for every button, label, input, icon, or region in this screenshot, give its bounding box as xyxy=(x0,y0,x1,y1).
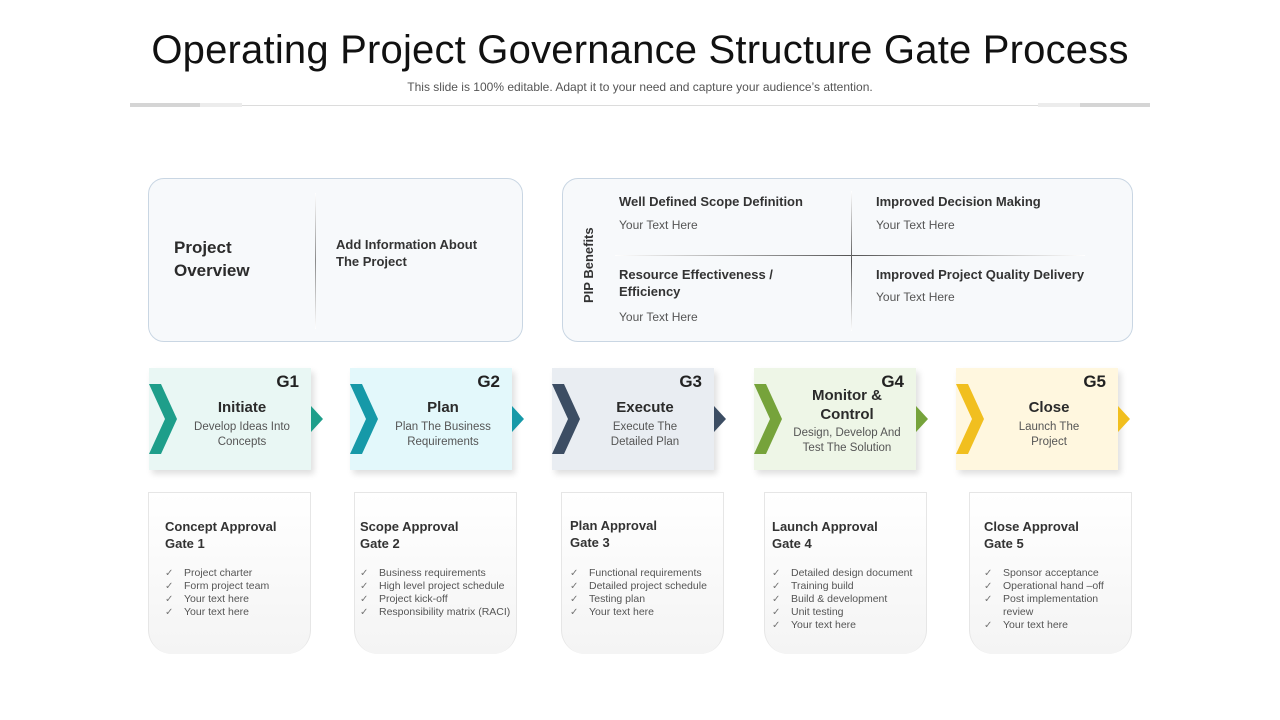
gate-description: Launch The Project xyxy=(1018,421,1080,448)
benefits-horizontal-divider xyxy=(615,255,1085,256)
header-divider-fade-right xyxy=(1038,103,1080,107)
checklist-item: Project kick-off xyxy=(360,593,518,606)
header-divider xyxy=(130,105,1150,106)
benefit-title: Resource Effectiveness / Efficiency xyxy=(619,267,773,299)
benefit-text: Your Text Here xyxy=(619,310,698,324)
gate-description: Plan The Business Requirements xyxy=(395,421,491,448)
gate-name: Execute xyxy=(616,399,674,416)
checklist-item: Training build xyxy=(772,580,928,593)
pip-benefits-label: PIP Benefits xyxy=(581,227,596,303)
approval-card-gate-1: Concept Approval Gate 1 Project charter … xyxy=(148,492,311,654)
gate-arrow-tip xyxy=(1118,406,1130,432)
checklist-item: Your text here xyxy=(772,619,928,632)
header-divider-fade-left xyxy=(200,103,242,107)
checklist-item: Your text here xyxy=(984,619,1119,632)
approval-card-gate-2: Scope Approval Gate 2 Business requireme… xyxy=(354,492,517,654)
approval-title: Concept Approval Gate 1 xyxy=(165,519,277,551)
gate-number: G4 xyxy=(881,372,904,391)
page-title: Operating Project Governance Structure G… xyxy=(151,28,1129,72)
approval-checklist: Functional requirements Detailed project… xyxy=(570,567,725,619)
gate-name: Plan xyxy=(427,399,459,416)
pip-benefits-card: PIP Benefits Well Defined Scope Definiti… xyxy=(562,178,1133,342)
checklist-item: Responsibility matrix (RACI) xyxy=(360,606,518,619)
approval-card-gate-4: Launch Approval Gate 4 Detailed design d… xyxy=(764,492,927,654)
gate-arrow-tip xyxy=(714,406,726,432)
gate-name: Monitor & Control xyxy=(812,387,882,423)
overview-divider xyxy=(315,193,316,329)
approval-checklist: Detailed design document Training build … xyxy=(772,567,928,632)
benefit-title: Improved Decision Making xyxy=(876,194,1041,209)
checklist-item: Functional requirements xyxy=(570,567,725,580)
gate-g3: G3 Execute Execute The Detailed Plan xyxy=(552,368,726,470)
gate-g4: G4 Monitor & Control Design, Develop And… xyxy=(754,368,928,470)
benefit-text: Your Text Here xyxy=(619,218,698,232)
project-overview-card: Project Overview Add Information About T… xyxy=(148,178,523,342)
project-overview-title: Project Overview xyxy=(174,238,250,280)
chevron-right-icon xyxy=(754,384,782,454)
checklist-item: Detailed project schedule xyxy=(570,580,725,593)
benefit-text: Your Text Here xyxy=(876,218,955,232)
checklist-item: Unit testing xyxy=(772,606,928,619)
benefit-text: Your Text Here xyxy=(876,290,955,304)
project-overview-info: Add Information About The Project xyxy=(336,237,478,269)
checklist-item: Your text here xyxy=(165,606,310,619)
gate-arrow-tip xyxy=(916,406,928,432)
chevron-right-icon xyxy=(552,384,580,454)
benefit-title: Improved Project Quality Delivery xyxy=(876,267,1085,282)
checklist-item: Build & development xyxy=(772,593,928,606)
checklist-item: Your text here xyxy=(165,593,310,606)
approval-card-gate-3: Plan Approval Gate 3 Functional requirem… xyxy=(561,492,724,654)
gate-description: Execute The Detailed Plan xyxy=(610,421,680,448)
checklist-item: Your text here xyxy=(570,606,725,619)
header-divider-accent-right xyxy=(1080,103,1150,107)
chevron-right-icon xyxy=(956,384,984,454)
approval-title: Launch Approval Gate 4 xyxy=(772,519,878,551)
approval-title: Scope Approval Gate 2 xyxy=(360,519,459,551)
approval-title: Close Approval Gate 5 xyxy=(984,519,1079,551)
checklist-item: Business requirements xyxy=(360,567,518,580)
gate-description: Develop Ideas Into Concepts xyxy=(194,421,290,448)
checklist-item: Project charter xyxy=(165,567,310,580)
gate-name: Initiate xyxy=(217,399,267,416)
benefit-title: Well Defined Scope Definition xyxy=(619,194,803,209)
checklist-item: Form project team xyxy=(165,580,310,593)
gate-g2: G2 Plan Plan The Business Requirements xyxy=(350,368,524,470)
gate-name: Close xyxy=(1028,399,1070,416)
chevron-right-icon xyxy=(350,384,378,454)
approval-card-gate-5: Close Approval Gate 5 Sponsor acceptance… xyxy=(969,492,1132,654)
header-divider-accent-left xyxy=(130,103,200,107)
gate-arrow-tip xyxy=(311,406,323,432)
gate-number: G5 xyxy=(1083,372,1106,391)
gate-description: Design, Develop And Test The Solution xyxy=(793,427,901,454)
gate-number: G2 xyxy=(477,372,500,391)
approval-title: Plan Approval Gate 3 xyxy=(570,518,657,550)
page-subtitle: This slide is 100% editable. Adapt it to… xyxy=(407,80,873,94)
checklist-item: Operational hand –off xyxy=(984,580,1119,593)
approval-checklist: Business requirements High level project… xyxy=(360,567,518,619)
gate-arrow-tip xyxy=(512,406,524,432)
checklist-item: Detailed design document xyxy=(772,567,928,580)
gate-g1: G1 Initiate Develop Ideas Into Concepts xyxy=(149,368,323,470)
approval-checklist: Sponsor acceptance Operational hand –off… xyxy=(984,567,1119,632)
checklist-item: High level project schedule xyxy=(360,580,518,593)
checklist-item: Sponsor acceptance xyxy=(984,567,1119,580)
gate-number: G3 xyxy=(679,372,702,391)
approval-checklist: Project charter Form project team Your t… xyxy=(165,567,310,619)
checklist-item: Post implementation review xyxy=(984,593,1119,619)
gate-g5: G5 Close Launch The Project xyxy=(956,368,1130,470)
gate-number: G1 xyxy=(276,372,299,391)
chevron-right-icon xyxy=(149,384,177,454)
benefits-vertical-divider xyxy=(851,191,852,331)
checklist-item: Testing plan xyxy=(570,593,725,606)
